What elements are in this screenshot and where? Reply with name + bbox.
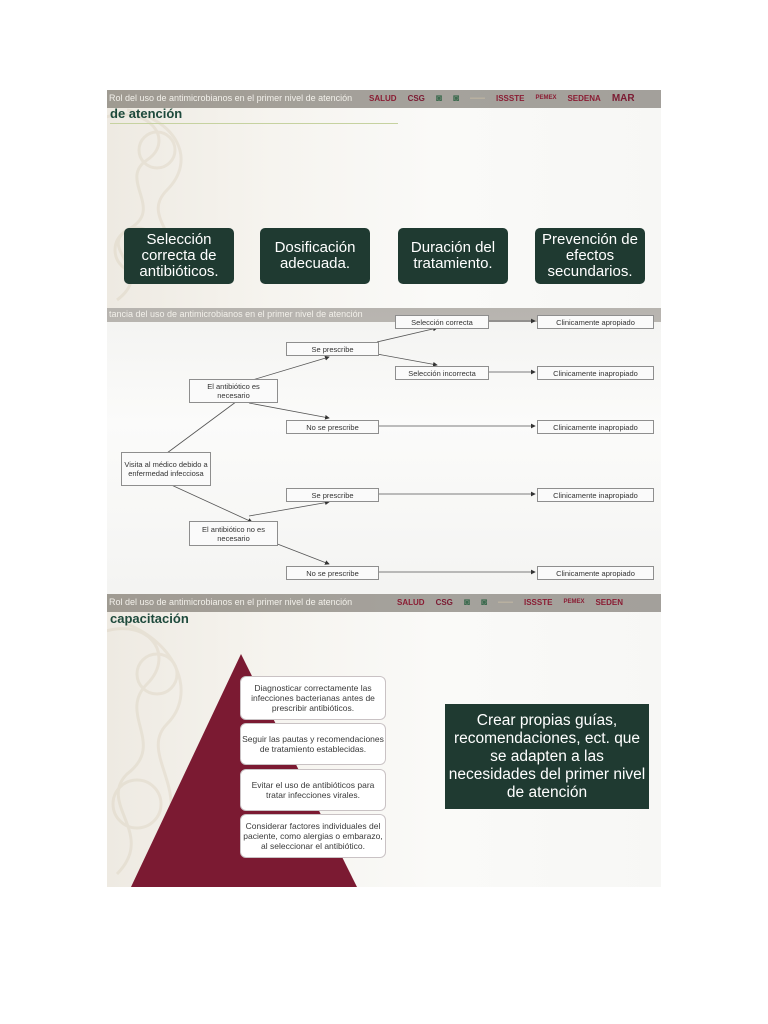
logo-salud: SALUD xyxy=(369,93,397,103)
logo-placeholder: ▬▬▬ xyxy=(498,599,513,605)
pyramid-item-2: Seguir las pautas y recomendaciones de t… xyxy=(240,723,386,765)
flow-outcome-1: Clinicamente apropiado xyxy=(537,315,654,329)
flow-outcome-3: Clinicamente inapropiado xyxy=(537,420,654,434)
slide-objectives: Rol del uso de antimicrobianos en el pri… xyxy=(107,90,661,308)
flow-node-needed: El antibiótico es necesario xyxy=(189,379,278,403)
logo-issste: ISSSTE xyxy=(496,93,525,103)
logo-pemex: PEMEX xyxy=(563,599,585,605)
flow-node-incorrect-selection: Selección incorrecta xyxy=(395,366,489,380)
flow-outcome-4: Clinicamente inapropiado xyxy=(537,488,654,502)
logo-salud: SALUD xyxy=(397,597,425,607)
logo-sedena: SEDENA xyxy=(567,93,601,103)
flow-node-prescribe-2: Se prescribe xyxy=(286,488,379,502)
flow-outcome-5: Clinicamente apropiado xyxy=(537,566,654,580)
flow-node-visit: Visita al médico debido a enfermedad inf… xyxy=(121,452,211,486)
logo-pemex: PEMEX xyxy=(535,95,557,101)
objective-box-duration: Duración del tratamiento. xyxy=(398,228,508,284)
callout-box: Crear propias guías, recomendaciones, ec… xyxy=(445,704,649,809)
pyramid-item-3: Evitar el uso de antibióticos para trata… xyxy=(240,769,386,811)
pyramid-item-4: Considerar factores individuales del pac… xyxy=(240,814,386,858)
flowchart-connectors xyxy=(166,318,536,575)
slide-header-text: Rol del uso de antimicrobianos en el pri… xyxy=(109,597,353,607)
government-seal-icon: ◙ xyxy=(435,92,442,104)
flow-outcome-2: Clinicamente inapropiado xyxy=(537,366,654,380)
slide-flowchart: tancia del uso de antimicrobianos en el … xyxy=(107,308,661,594)
slide-title: de atención xyxy=(110,106,183,121)
objective-box-prevention: Prevención de efectos secundarios. xyxy=(535,228,645,284)
flow-node-no-prescribe-2: No se prescribe xyxy=(286,566,379,580)
logo-sedena: SEDEN xyxy=(595,597,624,607)
logo-mar: MAR xyxy=(611,92,635,104)
government-seal-icon: ◙ xyxy=(480,596,487,608)
slide-header-text: Rol del uso de antimicrobianos en el pri… xyxy=(109,93,353,103)
logo-placeholder: ▬▬▬ xyxy=(470,95,485,101)
logo-strip: SALUD CSG ◙ ◙ ▬▬▬ ISSSTE PEMEX SEDENA MA… xyxy=(369,91,635,105)
logo-csg: CSG xyxy=(435,597,453,607)
slide-header-bar: tancia del uso de antimicrobianos en el … xyxy=(107,308,661,322)
flow-node-prescribe-1: Se prescribe xyxy=(286,342,379,356)
slide-header-bar: Rol del uso de antimicrobianos en el pri… xyxy=(107,90,661,108)
objective-box-selection: Selección correcta de antibióticos. xyxy=(124,228,234,284)
title-underline xyxy=(110,123,398,124)
objective-box-dosage: Dosificación adecuada. xyxy=(260,228,370,284)
government-seal-icon: ◙ xyxy=(452,92,459,104)
slide-title: capacitación xyxy=(110,611,189,626)
slide-header-text: tancia del uso de antimicrobianos en el … xyxy=(109,309,363,319)
flow-node-not-needed: El antibiótico no es necesario xyxy=(189,521,278,546)
logo-issste: ISSSTE xyxy=(524,597,553,607)
slide-training: Rol del uso de antimicrobianos en el pri… xyxy=(107,594,661,887)
flow-node-no-prescribe-1: No se prescribe xyxy=(286,420,379,434)
pyramid-item-1: Diagnosticar correctamente las infeccion… xyxy=(240,676,386,720)
flow-node-correct-selection: Selección correcta xyxy=(395,315,489,329)
slide-header-bar: Rol del uso de antimicrobianos en el pri… xyxy=(107,594,661,612)
government-seal-icon: ◙ xyxy=(463,596,470,608)
logo-csg: CSG xyxy=(407,93,425,103)
ornament-pattern xyxy=(107,622,183,876)
logo-strip: SALUD CSG ◙ ◙ ▬▬▬ ISSSTE PEMEX SEDEN xyxy=(397,595,623,609)
